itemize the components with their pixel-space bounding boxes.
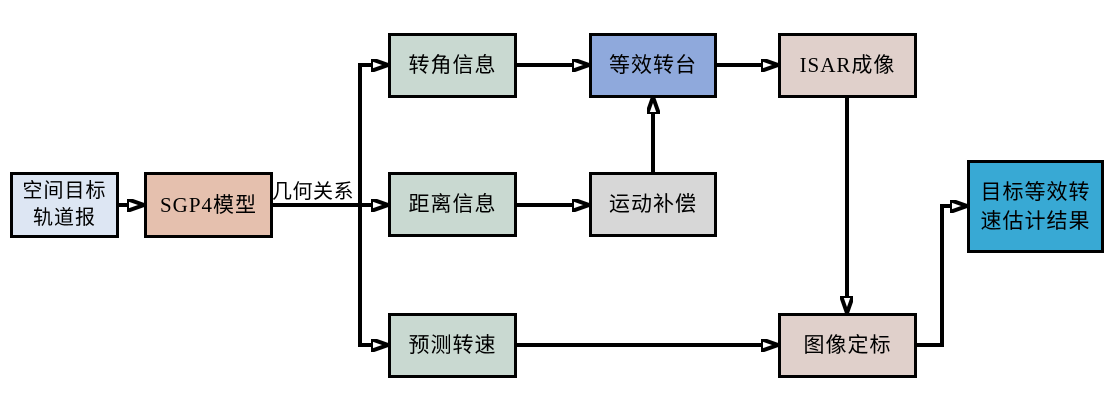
node-angle-info: 转角信息 [388,33,517,98]
edge-branch-trunk-to-angle-info [358,65,373,345]
node-result: 目标等效转 速估计结果 [967,160,1104,253]
node-isar-imaging: ISAR成像 [778,33,917,98]
node-equivalent-turntable: 等效转台 [589,33,717,98]
node-image-calibration: 图像定标 [778,313,917,378]
node-predicted-speed: 预测转速 [388,313,517,378]
node-sgp4-model: SGP4模型 [144,172,273,238]
node-orbit-report: 空间目标 轨道报 [10,172,119,238]
node-motion-compensation: 运动补偿 [589,172,717,237]
edge-image-calibration-to-result [917,206,952,347]
edge-label-geometry-relation: 几何关系 [272,181,354,203]
node-range-info: 距离信息 [388,172,517,237]
